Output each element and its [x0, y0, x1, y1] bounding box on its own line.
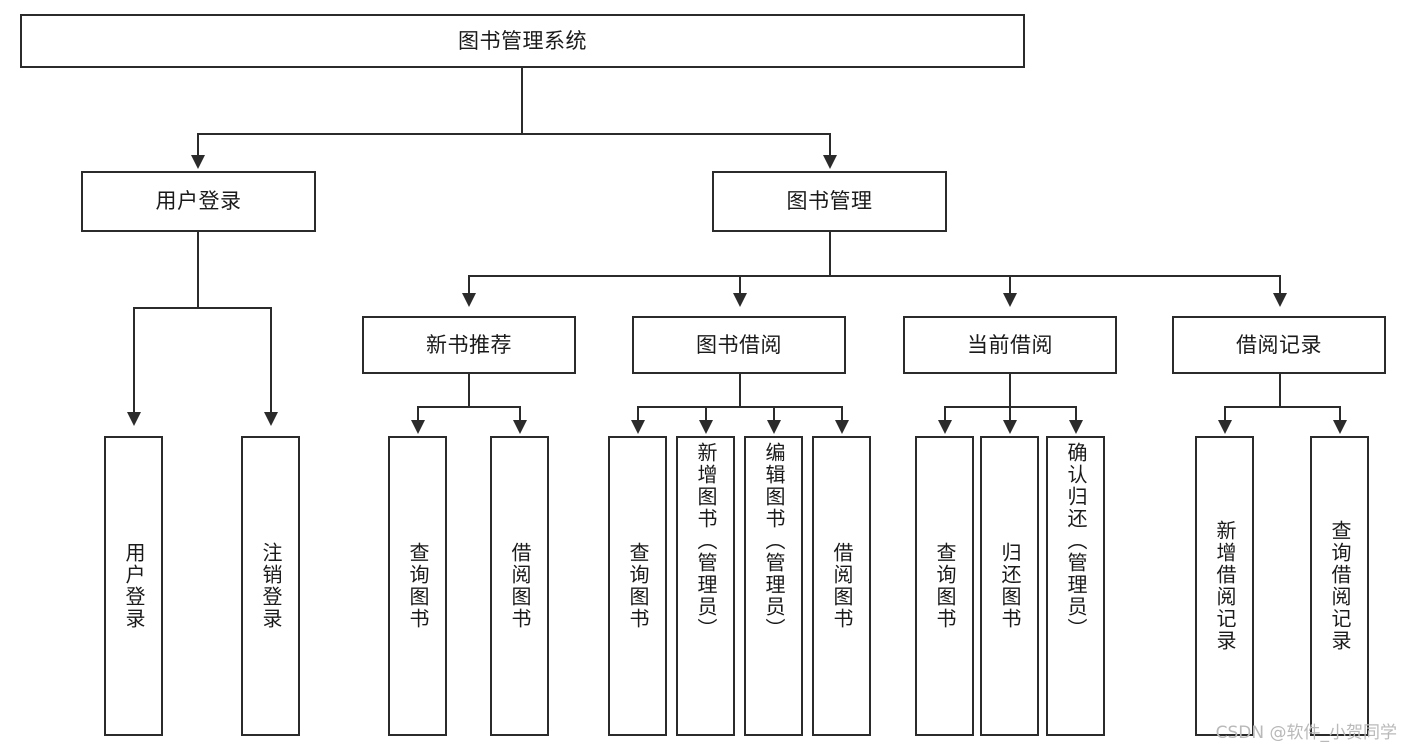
node-label: 新增借阅记录	[1213, 520, 1237, 652]
connector-bm-drop-4	[1279, 275, 1281, 295]
node-label: 归还图书	[998, 542, 1022, 630]
connector-book-borrow-drop-3	[773, 406, 775, 422]
arrow-root-to-book-management	[823, 155, 837, 169]
node-new-book-recommend[interactable]: 新书推荐	[362, 316, 576, 374]
connector-root-bus	[197, 133, 830, 135]
node-label: 图书管理系统	[458, 28, 587, 53]
node-user-login[interactable]: 用户登录	[81, 171, 316, 232]
node-label: 用户登录	[155, 189, 242, 214]
arrow-new-book-leaf-2	[513, 420, 527, 434]
connector-borrow-record-bus	[1224, 406, 1340, 408]
leaf-new-book-2[interactable]: 借阅图书	[490, 436, 549, 736]
leaf-current-borrow-2[interactable]: 归还图书	[980, 436, 1039, 736]
csdn-watermark: CSDN @软件_小贺同学	[1215, 723, 1397, 743]
node-label: 查询图书	[626, 542, 650, 630]
leaf-borrow-record-2[interactable]: 查询借阅记录	[1310, 436, 1369, 736]
node-borrow-record[interactable]: 借阅记录	[1172, 316, 1386, 374]
node-label: 借阅记录	[1236, 332, 1322, 357]
arrow-bm-to-new-book	[462, 293, 476, 307]
connector-book-borrow-stem	[739, 374, 741, 407]
leaf-current-borrow-3[interactable]: 确认归还（管理员）	[1046, 436, 1105, 736]
node-book-management[interactable]: 图书管理	[712, 171, 947, 232]
node-current-borrow[interactable]: 当前借阅	[903, 316, 1117, 374]
connector-new-book-stem	[468, 374, 470, 407]
arrow-current-borrow-leaf-1	[938, 420, 952, 434]
arrow-bm-to-borrow-record	[1273, 293, 1287, 307]
connector-new-book-drop-1	[417, 406, 419, 422]
connector-current-borrow-stem	[1009, 374, 1011, 407]
connector-current-borrow-drop-2	[1009, 406, 1011, 422]
connector-new-book-bus	[417, 406, 520, 408]
node-label: 借阅图书	[830, 542, 854, 630]
node-label: 借阅图书	[508, 542, 532, 630]
arrow-bm-to-current-borrow	[1003, 293, 1017, 307]
connector-bm-drop-2	[739, 275, 741, 295]
leaf-user-login-2[interactable]: 注销登录	[241, 436, 300, 736]
connector-book-borrow-drop-4	[841, 406, 843, 422]
arrow-new-book-leaf-1	[411, 420, 425, 434]
node-label: 图书借阅	[696, 332, 782, 357]
leaf-book-borrow-4[interactable]: 借阅图书	[812, 436, 871, 736]
leaf-current-borrow-1[interactable]: 查询图书	[915, 436, 974, 736]
connector-user-login-drop-1	[133, 307, 135, 414]
connector-borrow-record-stem	[1279, 374, 1281, 407]
connector-root-stem	[521, 68, 523, 134]
connector-bm-drop-3	[1009, 275, 1011, 295]
arrow-book-borrow-leaf-3	[767, 420, 781, 434]
connector-current-borrow-drop-3	[1075, 406, 1077, 422]
connector-book-borrow-drop-2	[705, 406, 707, 422]
arrow-book-borrow-leaf-4	[835, 420, 849, 434]
leaf-book-borrow-1[interactable]: 查询图书	[608, 436, 667, 736]
connector-bm-drop-1	[468, 275, 470, 295]
arrow-user-login-leaf-1	[127, 412, 141, 426]
node-label: 查询图书	[406, 542, 430, 630]
leaf-book-borrow-2[interactable]: 新增图书（管理员）	[676, 436, 735, 736]
leaf-new-book-1[interactable]: 查询图书	[388, 436, 447, 736]
connector-user-login-stem	[197, 232, 199, 308]
node-label: 用户登录	[122, 542, 146, 630]
node-label: 查询图书	[933, 542, 957, 630]
connector-book-borrow-bus	[637, 406, 842, 408]
node-label: 新增图书（管理员）	[694, 442, 718, 640]
arrow-user-login-leaf-2	[264, 412, 278, 426]
node-root-book-management-system[interactable]: 图书管理系统	[20, 14, 1025, 68]
connector-book-management-bus	[468, 275, 1279, 277]
arrow-book-borrow-leaf-1	[631, 420, 645, 434]
node-label: 当前借阅	[967, 332, 1053, 357]
leaf-user-login-1[interactable]: 用户登录	[104, 436, 163, 736]
node-label: 注销登录	[259, 542, 283, 630]
leaf-borrow-record-1[interactable]: 新增借阅记录	[1195, 436, 1254, 736]
arrow-root-to-user-login	[191, 155, 205, 169]
node-label: 图书管理	[786, 189, 873, 214]
arrow-borrow-record-leaf-2	[1333, 420, 1347, 434]
connector-root-to-user-login	[197, 133, 199, 157]
connector-user-login-drop-2	[270, 307, 272, 414]
arrow-current-borrow-leaf-3	[1069, 420, 1083, 434]
arrow-borrow-record-leaf-1	[1218, 420, 1232, 434]
connector-borrow-record-drop-1	[1224, 406, 1226, 422]
node-label: 新书推荐	[426, 332, 512, 357]
arrow-book-borrow-leaf-2	[699, 420, 713, 434]
connector-borrow-record-drop-2	[1339, 406, 1341, 422]
arrow-current-borrow-leaf-2	[1003, 420, 1017, 434]
node-book-borrow[interactable]: 图书借阅	[632, 316, 846, 374]
connector-current-borrow-drop-1	[944, 406, 946, 422]
connector-root-to-book-management	[829, 133, 831, 157]
leaf-book-borrow-3[interactable]: 编辑图书（管理员）	[744, 436, 803, 736]
connector-new-book-drop-2	[519, 406, 521, 422]
node-label: 确认归还（管理员）	[1064, 442, 1088, 640]
node-label: 编辑图书（管理员）	[762, 442, 786, 640]
connector-book-borrow-drop-1	[637, 406, 639, 422]
connector-book-management-stem	[829, 232, 831, 276]
connector-user-login-bus	[133, 307, 270, 309]
node-label: 查询借阅记录	[1328, 520, 1352, 652]
arrow-bm-to-book-borrow	[733, 293, 747, 307]
